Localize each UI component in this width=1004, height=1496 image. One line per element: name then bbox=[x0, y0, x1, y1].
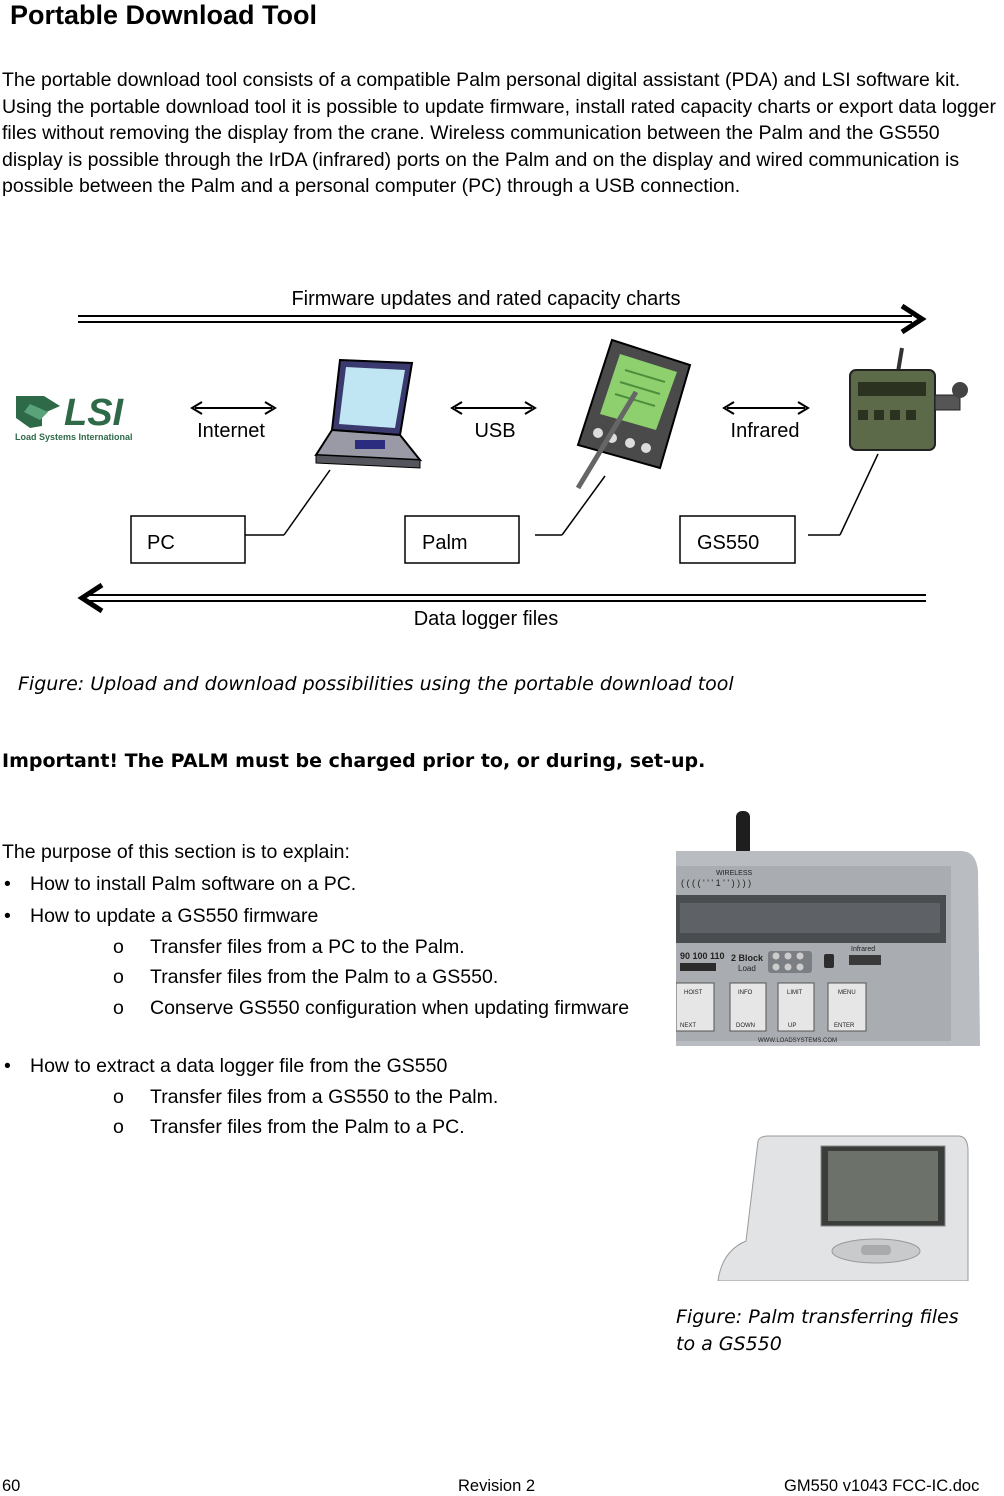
download-diagram: Firmware updates and rated capacity char… bbox=[15, 288, 968, 630]
menu-key: MENU bbox=[838, 990, 856, 996]
lsi-logo-text: LSI bbox=[64, 392, 125, 434]
up-key: UP bbox=[788, 1023, 796, 1029]
photo-caption-line2: to a GS550 bbox=[676, 1333, 782, 1355]
top-arrow-label: Firmware updates and rated capacity char… bbox=[291, 288, 680, 310]
sub-list-item: Conserve GS550 configuration when updati… bbox=[150, 997, 630, 1019]
lsi-logo: LSI Load Systems International bbox=[15, 392, 133, 442]
device-buttons: HOIST INFO LIMIT MENU NEXT DOWN UP ENTER bbox=[676, 982, 867, 1032]
photo-caption-line1: Figure: Palm transferring files bbox=[676, 1306, 959, 1328]
infrared-link: Infrared bbox=[722, 401, 810, 442]
laptop-icon bbox=[314, 358, 423, 469]
palm-pda-icon bbox=[575, 338, 692, 490]
wireless-scale: ( ( ( ( ' ' ' 1 ' ' ) ) ) ) bbox=[681, 878, 751, 888]
top-arrow bbox=[78, 303, 927, 335]
sub-list-item: Transfer files from a GS550 to the Palm. bbox=[150, 1086, 499, 1108]
sub-bullet-marker: o bbox=[113, 1086, 124, 1108]
list-item: How to extract a data logger file from t… bbox=[30, 1055, 448, 1077]
gs550-box: GS550 bbox=[679, 453, 879, 564]
intro-paragraph: The portable download tool consists of a… bbox=[2, 69, 996, 197]
infrared-label: Infrared bbox=[731, 420, 800, 442]
website-label: WWW.LOADSYSTEMS.COM bbox=[758, 1038, 837, 1044]
bottom-arrow-label: Data logger files bbox=[414, 608, 559, 630]
wireless-label: WIRELESS bbox=[716, 870, 753, 877]
down-key: DOWN bbox=[736, 1023, 755, 1029]
pc-box-label: PC bbox=[147, 532, 175, 554]
list-item: How to install Palm software on a PC. bbox=[30, 873, 357, 895]
list-item: How to update a GS550 firmware bbox=[30, 905, 319, 927]
internet-link: Internet bbox=[190, 401, 277, 442]
hoist-key: HOIST bbox=[684, 990, 703, 996]
internet-label: Internet bbox=[197, 420, 265, 442]
purpose-intro: The purpose of this section is to explai… bbox=[2, 841, 350, 863]
footer-revision: Revision 2 bbox=[458, 1477, 536, 1495]
gs550-box-label: GS550 bbox=[697, 532, 759, 554]
lsi-logo-subtext: Load Systems International bbox=[15, 432, 133, 442]
usb-link: USB bbox=[450, 401, 537, 442]
important-note: Important! The PALM must be charged prio… bbox=[2, 750, 706, 772]
sub-bullet-marker: o bbox=[113, 936, 124, 958]
palm-box-label: Palm bbox=[422, 532, 468, 554]
sub-bullet-marker: o bbox=[113, 966, 124, 988]
palm-gs550-photo: WIRELESS ( ( ( ( ' ' ' 1 ' ' ) ) ) ) 90 … bbox=[676, 811, 980, 1281]
bullet-dot: • bbox=[4, 873, 11, 895]
diagram-caption: Figure: Upload and download possibilitie… bbox=[18, 673, 734, 695]
sub-list-item: Transfer files from the Palm to a PC. bbox=[150, 1116, 465, 1138]
sub-list-item: Transfer files from the Palm to a GS550. bbox=[150, 966, 499, 988]
gs550-device-icon bbox=[849, 347, 968, 451]
usb-label: USB bbox=[474, 420, 515, 442]
infrared-port-label: Infrared bbox=[851, 946, 875, 953]
bullet-dot: • bbox=[4, 1055, 11, 1077]
page-title: Portable Download Tool bbox=[10, 0, 317, 30]
sub-bullet-marker: o bbox=[113, 997, 124, 1019]
sub-list-item: Transfer files from a PC to the Palm. bbox=[150, 936, 465, 958]
load-label: Load bbox=[738, 964, 756, 973]
sub-bullet-marker: o bbox=[113, 1116, 124, 1138]
numeric-scale: 90 100 110 bbox=[680, 951, 725, 961]
footer-doc-name: GM550 v1043 FCC-IC.doc bbox=[784, 1477, 980, 1495]
pc-box: PC bbox=[130, 469, 331, 564]
bullet-dot: • bbox=[4, 905, 11, 927]
palm-box: Palm bbox=[404, 475, 606, 564]
block-label: 2 Block bbox=[731, 953, 764, 963]
next-key: NEXT bbox=[680, 1023, 696, 1029]
enter-key: ENTER bbox=[834, 1023, 855, 1029]
info-key: INFO bbox=[738, 990, 753, 996]
limit-key: LIMIT bbox=[787, 990, 803, 996]
footer-page-number: 60 bbox=[2, 1477, 21, 1495]
bottom-arrow bbox=[77, 582, 926, 614]
